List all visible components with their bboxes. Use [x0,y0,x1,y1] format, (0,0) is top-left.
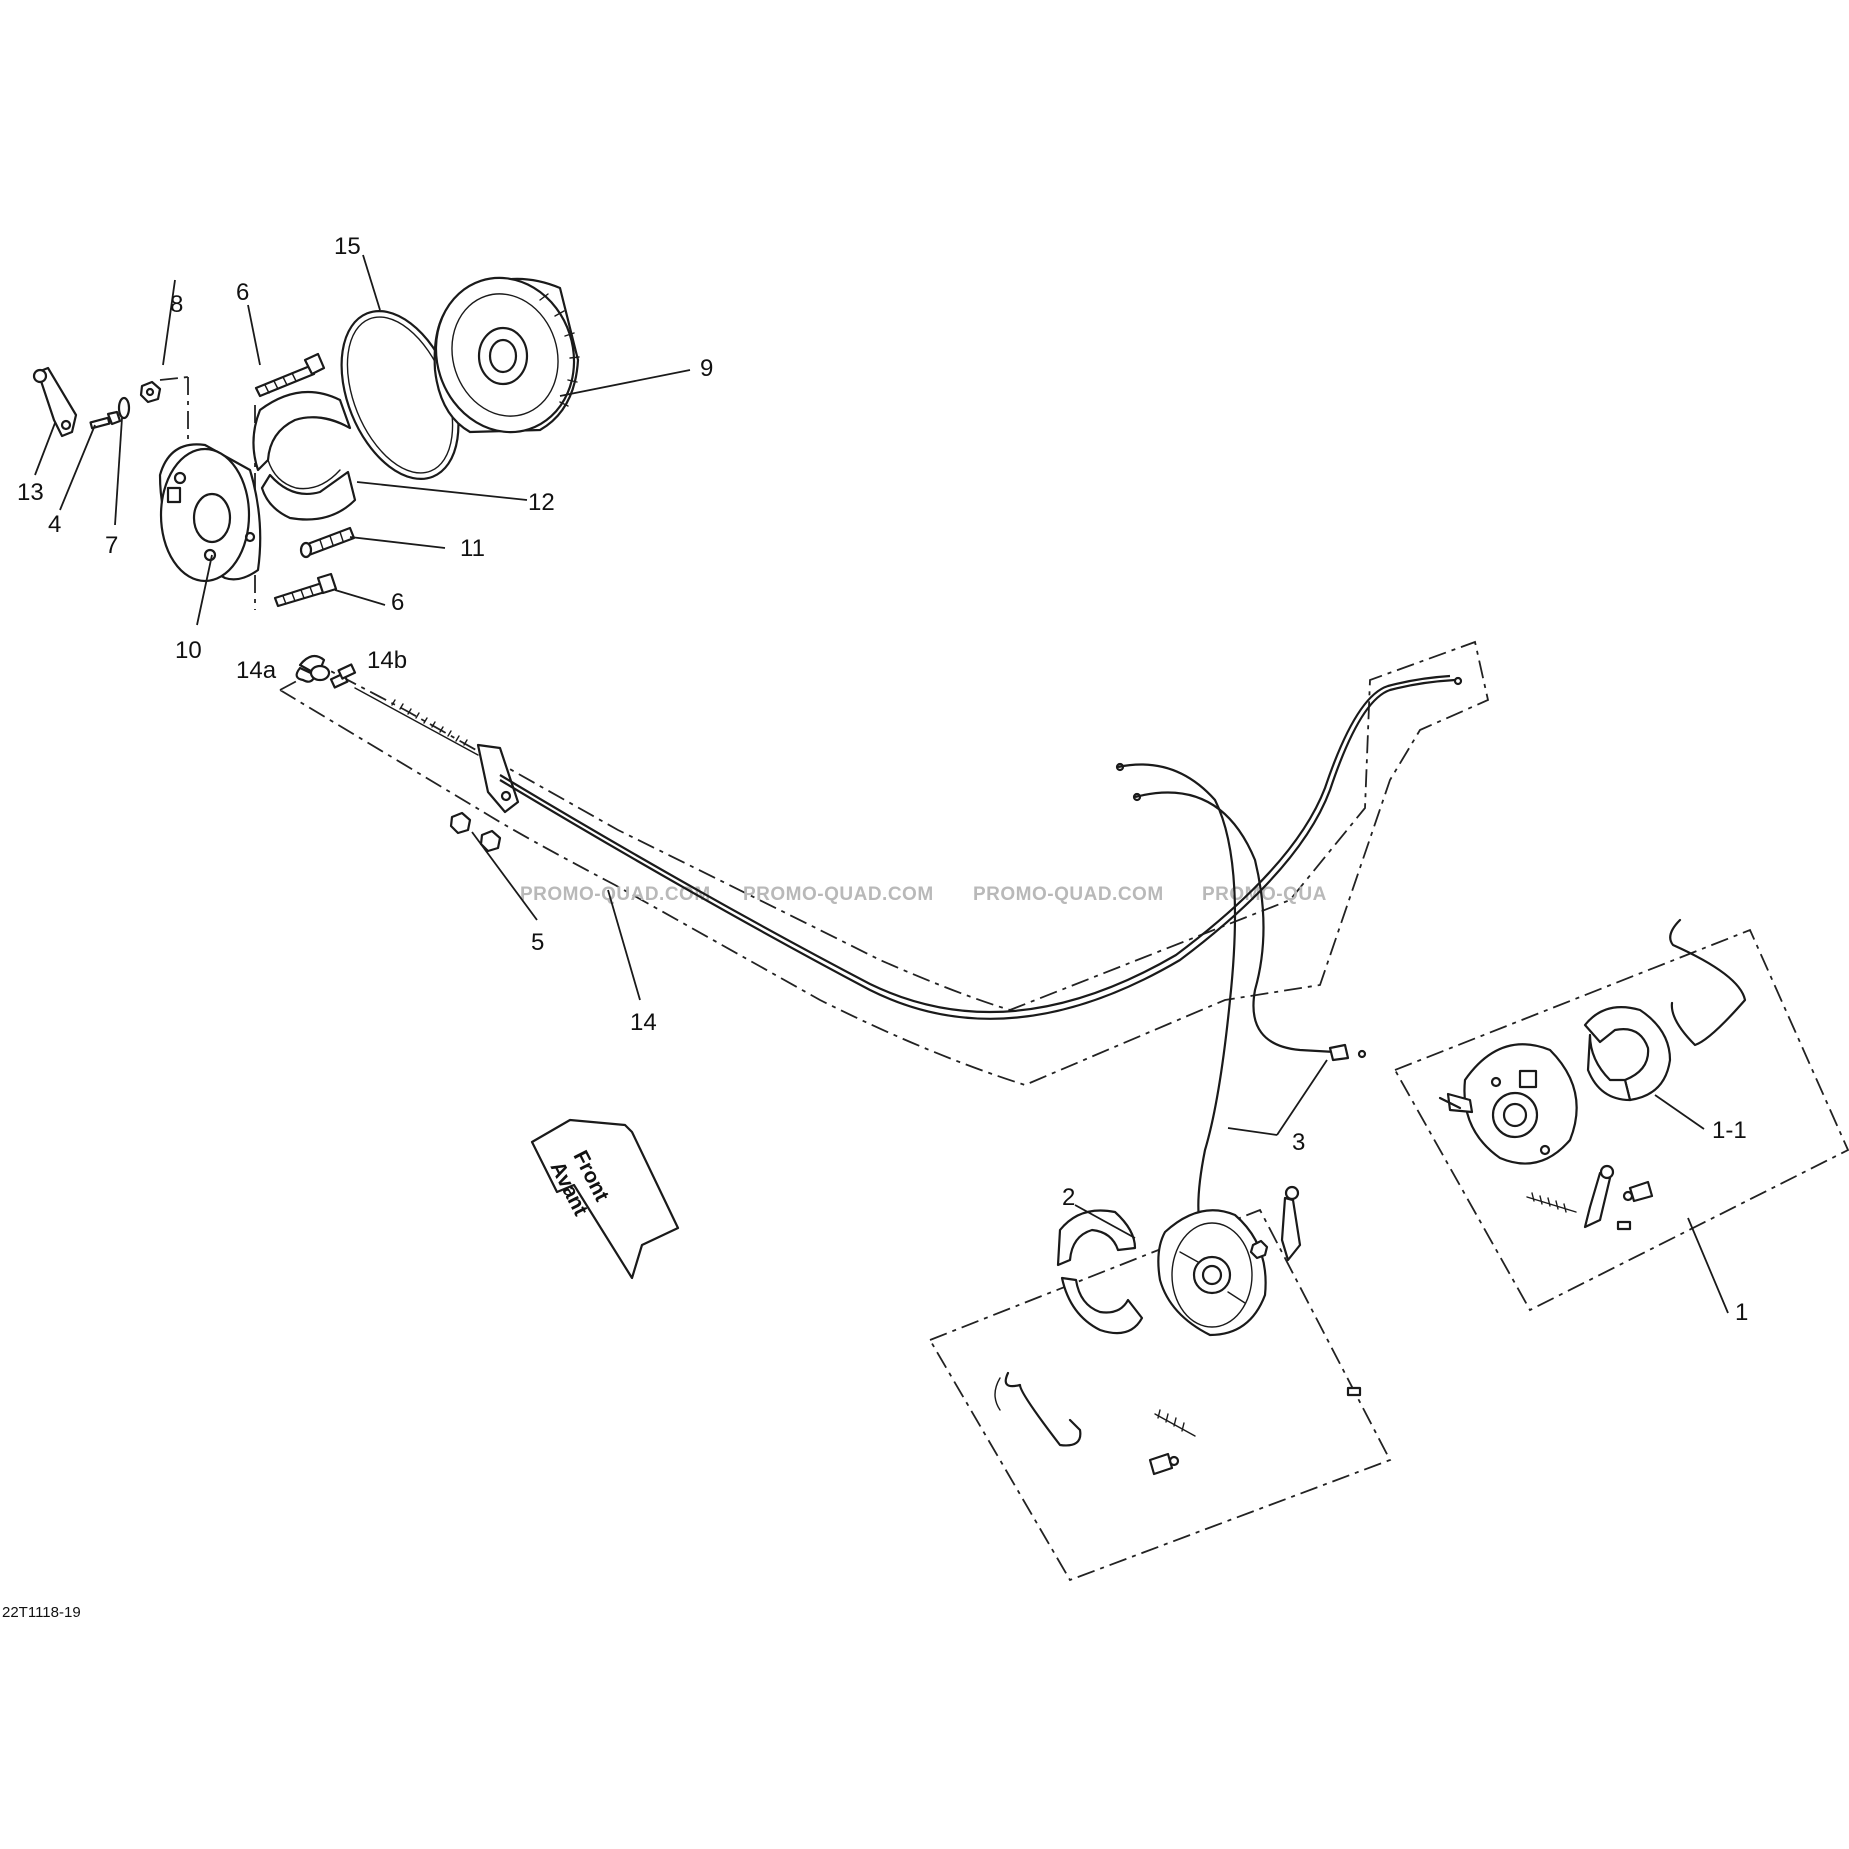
bolt-6-upper [254,352,326,398]
callout-14: 14 [630,1009,657,1036]
spring-1 [1669,918,1747,1047]
callout-2: 2 [1062,1184,1075,1211]
spring-small-2 [1154,1409,1196,1437]
callouts: 8 6 15 9 12 11 6 10 13 4 7 14a 14b 5 14 … [17,233,1748,1326]
lever-1 [1583,1171,1612,1229]
adjuster-1 [1628,1180,1654,1203]
drum-brake-2-outline [928,1208,1392,1582]
brake-drum-9 [433,276,580,434]
callout-9: 9 [700,355,713,382]
watermark-4: PROMO-QUA [1202,884,1327,905]
callout-11: 11 [460,535,485,562]
callout-10: 10 [175,637,202,664]
callout-14a: 14a [236,657,277,684]
spring-small-1 [1526,1192,1577,1213]
nuts-5 [449,811,502,853]
nut-8 [139,380,162,404]
callout-7: 7 [105,532,118,559]
callout-15: 15 [334,233,361,260]
callout-6-lower: 6 [391,589,404,616]
callout-1-1: 1-1 [1712,1117,1747,1144]
callout-14b: 14b [367,647,407,674]
watermark-3: PROMO-QUAD.COM [973,884,1164,905]
adjuster-14a [295,654,331,683]
drum-brake-1-outline [1393,928,1849,1312]
cable-3 [1115,762,1367,1226]
callout-6-upper: 6 [236,279,249,306]
callout-3: 3 [1292,1129,1305,1156]
watermark-1: PROMO-QUAD.COM [520,884,711,905]
callout-4: 4 [48,511,61,538]
watermark-2: PROMO-QUAD.COM [743,884,934,905]
callout-13: 13 [17,479,44,506]
callout-8: 8 [170,291,183,318]
brake-shoes-2 [1056,1209,1137,1267]
brake-shoes-12 [252,390,357,521]
callout-1: 1 [1735,1299,1748,1326]
drawing-code: 22T1118-19 [2,1604,81,1621]
callout-12: 12 [528,489,555,516]
pin-14b [329,663,357,689]
bolt-4 [89,410,122,430]
leader-lines [34,254,1729,1314]
lever-2 [1280,1196,1302,1262]
cable-14 [354,674,1463,1020]
bolt-6-lower [273,572,338,608]
spring-2 [1004,1371,1082,1447]
drum-brake-2 [994,1185,1362,1476]
callout-5: 5 [531,929,544,956]
brake-lever-13 [32,366,78,438]
cable-14-outline [278,640,1490,1086]
pin-11 [299,526,356,559]
washer-7 [117,396,131,420]
front-direction-arrow: Front Avant [530,1118,680,1280]
drum-brake-1 [1438,918,1747,1231]
flange-10 [158,443,262,583]
adjuster-2 [1148,1452,1174,1476]
brake-shoes-1-1 [1583,1006,1672,1102]
